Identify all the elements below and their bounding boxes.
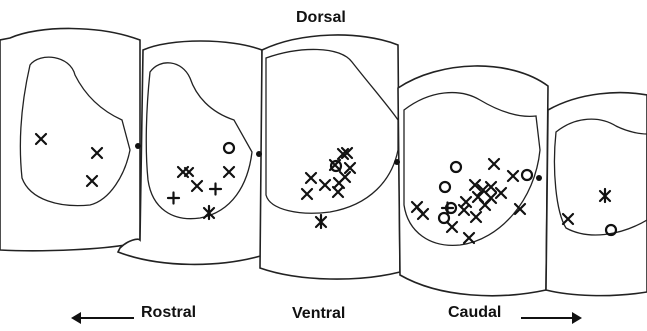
section-1: [0, 28, 140, 250]
rostral-arrow-icon: [78, 317, 134, 319]
dorsal-label: Dorsal: [296, 9, 346, 27]
ventral-label: Ventral: [292, 305, 345, 323]
rostral-label: Rostral: [141, 304, 196, 322]
caudal-arrow-icon: [521, 317, 575, 319]
caudal-label: Caudal: [448, 304, 501, 322]
section-3: [260, 35, 400, 279]
section-5: [546, 93, 647, 296]
